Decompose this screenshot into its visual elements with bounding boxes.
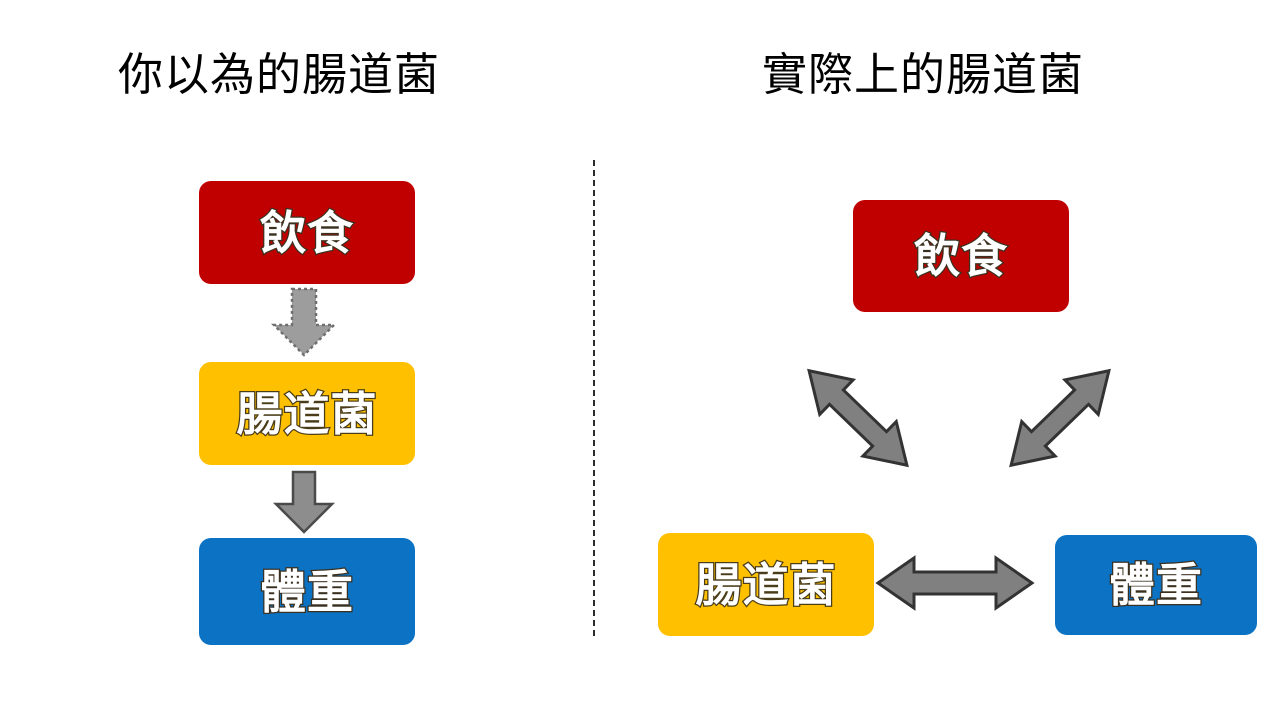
left-panel-title: 你以為的腸道菌 — [118, 49, 441, 100]
left-node-body-weight[interactable]: 體重 — [199, 538, 415, 645]
right-node-gut-bacteria[interactable]: 腸道菌 — [658, 533, 874, 636]
right-arrow-diet-gut — [807, 368, 909, 468]
right-node-gut-bacteria-label: 腸道菌 — [694, 558, 837, 611]
left-arrow-gut-to-weight — [272, 470, 336, 534]
left-node-body-weight-label: 體重 — [259, 565, 355, 618]
left-arrow-diet-to-gut — [270, 287, 338, 357]
left-node-gut-bacteria[interactable]: 腸道菌 — [199, 362, 415, 465]
right-node-diet-label: 飲食 — [913, 230, 1009, 282]
panel-divider — [593, 160, 595, 636]
right-node-body-weight[interactable]: 體重 — [1055, 535, 1257, 635]
right-panel-title: 實際上的腸道菌 — [762, 49, 1085, 100]
right-arrow-diet-weight — [1009, 368, 1111, 468]
left-node-diet[interactable]: 飲食 — [199, 181, 415, 284]
left-node-diet-label: 飲食 — [259, 206, 355, 259]
right-node-diet[interactable]: 飲食 — [853, 200, 1069, 312]
left-node-gut-bacteria-label: 腸道菌 — [235, 387, 378, 440]
right-arrow-gut-weight — [875, 555, 1035, 611]
right-node-body-weight-label: 體重 — [1108, 559, 1204, 611]
